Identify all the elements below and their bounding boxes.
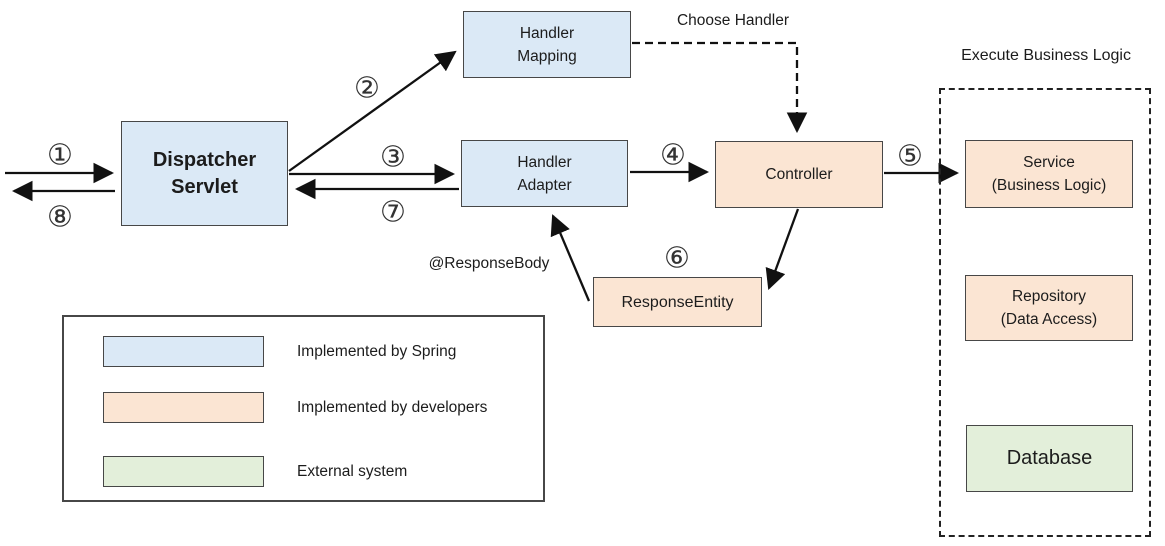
legend-swatch-spring [103,336,264,367]
step-7-badge: ⑦ [380,194,406,229]
service-node: Service (Business Logic) [965,140,1133,208]
step-4-badge: ④ [660,137,686,172]
legend-item-external: External system [103,456,407,487]
dashed-arrow-choose-handler-icon [632,41,808,134]
repository-node: Repository (Data Access) [965,275,1133,341]
arrow-step6-controller-to-responseentity-icon [765,208,800,290]
step-3-badge: ③ [380,139,406,174]
response-entity-node: ResponseEntity [593,277,762,327]
legend-swatch-external [103,456,264,487]
step-5-badge: ⑤ [897,138,923,173]
business-logic-group-border [939,88,1151,537]
dispatcher-servlet-node: Dispatcher Servlet [121,121,288,226]
step-1-badge: ① [47,137,73,172]
legend: Implemented by Spring Implemented by dev… [62,315,545,502]
handler-mapping-node: Handler Mapping [463,11,631,78]
step-6-badge: ⑥ [664,240,690,275]
controller-node: Controller [715,141,883,208]
execute-business-logic-label: Execute Business Logic [961,47,1131,64]
legend-label-spring: Implemented by Spring [297,342,457,360]
database-node: Database [966,425,1133,492]
choose-handler-label: Choose Handler [676,12,790,29]
step-2-badge: ② [354,70,380,105]
legend-label-external: External system [297,462,408,480]
legend-swatch-developers [103,392,264,423]
legend-item-spring: Implemented by Spring [103,336,456,367]
step-8-badge: ⑧ [47,199,73,234]
arrow-responseentity-to-handler-adapter-icon [550,214,591,302]
response-body-label: @ResponseBody [428,255,550,272]
handler-adapter-node: Handler Adapter [461,140,628,207]
legend-item-developers: Implemented by developers [103,392,487,423]
legend-label-developers: Implemented by developers [297,398,488,416]
